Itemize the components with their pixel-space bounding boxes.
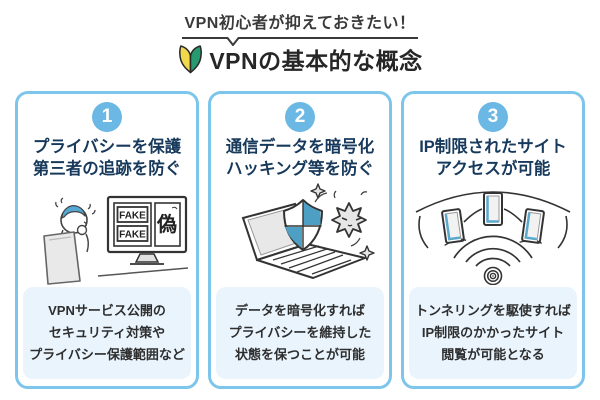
card-3-heading-line2: アクセスが可能	[435, 159, 551, 178]
card-3-note-line2: IP制限のかかったサイト	[421, 324, 565, 340]
fake-label-top: FAKE	[119, 210, 146, 221]
card-2-note-line1: データを暗号化すれば	[234, 302, 365, 318]
card-ip-access: 3 IP制限されたサイト アクセスが可能	[401, 91, 585, 389]
page-title: VPNの基本的な概念	[209, 48, 423, 74]
monitor-icon: FAKE FAKE 偽	[106, 195, 188, 265]
number-badge-1: 1	[92, 102, 122, 132]
card-3-note-line3: 閲覧が可能となる	[441, 346, 545, 362]
title-row: VPNの基本的な概念	[0, 42, 600, 76]
concept-cards: 1 プライバシーを保護 第三者の追跡を防ぐ FAKE FAKE 偽	[0, 91, 600, 389]
privacy-illustration: FAKE FAKE 偽	[43, 195, 189, 285]
beginner-mark-icon	[179, 44, 203, 73]
card-1-note-line2: セキュリティ対策や	[48, 324, 166, 340]
tagline-text: VPN初心者が抑えておきたい！	[182, 9, 418, 39]
number-badge-3: 3	[478, 102, 508, 132]
card-2-note-line2: プライバシーを維持した	[228, 324, 372, 340]
header: VPN初心者が抑えておきたい！ VPNの基本的な概念	[0, 0, 600, 76]
card-2-heading-line2: ハッキング等を防ぐ	[225, 159, 374, 178]
fake-kanji-label: 偽	[156, 212, 177, 236]
card-3-note: トンネリングを駆使すれば IP制限のかかったサイト 閲覧が可能となる	[409, 286, 577, 379]
card-1-note: VPNサービス公開の セキュリティ対策や プライバシー保護範囲など	[23, 286, 191, 379]
shield-icon	[283, 198, 323, 251]
fake-label-bottom: FAKE	[119, 229, 146, 240]
card-2-heading: 通信データを暗号化 ハッキング等を防ぐ	[226, 137, 375, 181]
card-1-heading-line2: 第三者の追跡を防ぐ	[32, 159, 182, 178]
card-2-heading-line1: 通信データを暗号化	[225, 138, 375, 156]
card-2-note: データを暗号化すれば プライバシーを維持した 状態を保つことが可能	[216, 286, 384, 379]
card-privacy: 1 プライバシーを保護 第三者の追跡を防ぐ FAKE FAKE 偽	[15, 91, 199, 389]
worried-person-icon	[55, 196, 96, 252]
card-1-note-line3: プライバシー保護範囲など	[29, 346, 185, 362]
card-3-note-line1: トンネリングを駆使すれば	[415, 302, 571, 318]
chair-icon	[43, 230, 81, 285]
card-1-heading: プライバシーを保護 第三者の追跡を防ぐ	[33, 137, 182, 181]
card-1-note-line1: VPNサービス公開の	[48, 302, 166, 318]
network-illustration	[415, 190, 571, 285]
card-encryption: 2 通信データを暗号化 ハッキング等を防ぐ	[208, 91, 392, 389]
card-1-heading-line1: プライバシーを保護	[32, 138, 182, 156]
number-badge-2: 2	[285, 102, 315, 132]
card-3-heading: IP制限されたサイト アクセスが可能	[419, 137, 567, 181]
device-icons	[441, 191, 545, 246]
signal-icon	[453, 235, 533, 285]
virus-icon	[331, 190, 368, 238]
encryption-illustration	[241, 182, 375, 279]
card-3-heading-line1: IP制限されたサイト	[419, 138, 567, 156]
spark-icons	[310, 182, 375, 261]
desk-line	[97, 266, 189, 277]
tagline-wrap: VPN初心者が抑えておきたい！	[182, 9, 418, 46]
card-2-note-line3: 状態を保つことが可能	[234, 346, 365, 362]
speech-tail-icon	[220, 37, 247, 46]
